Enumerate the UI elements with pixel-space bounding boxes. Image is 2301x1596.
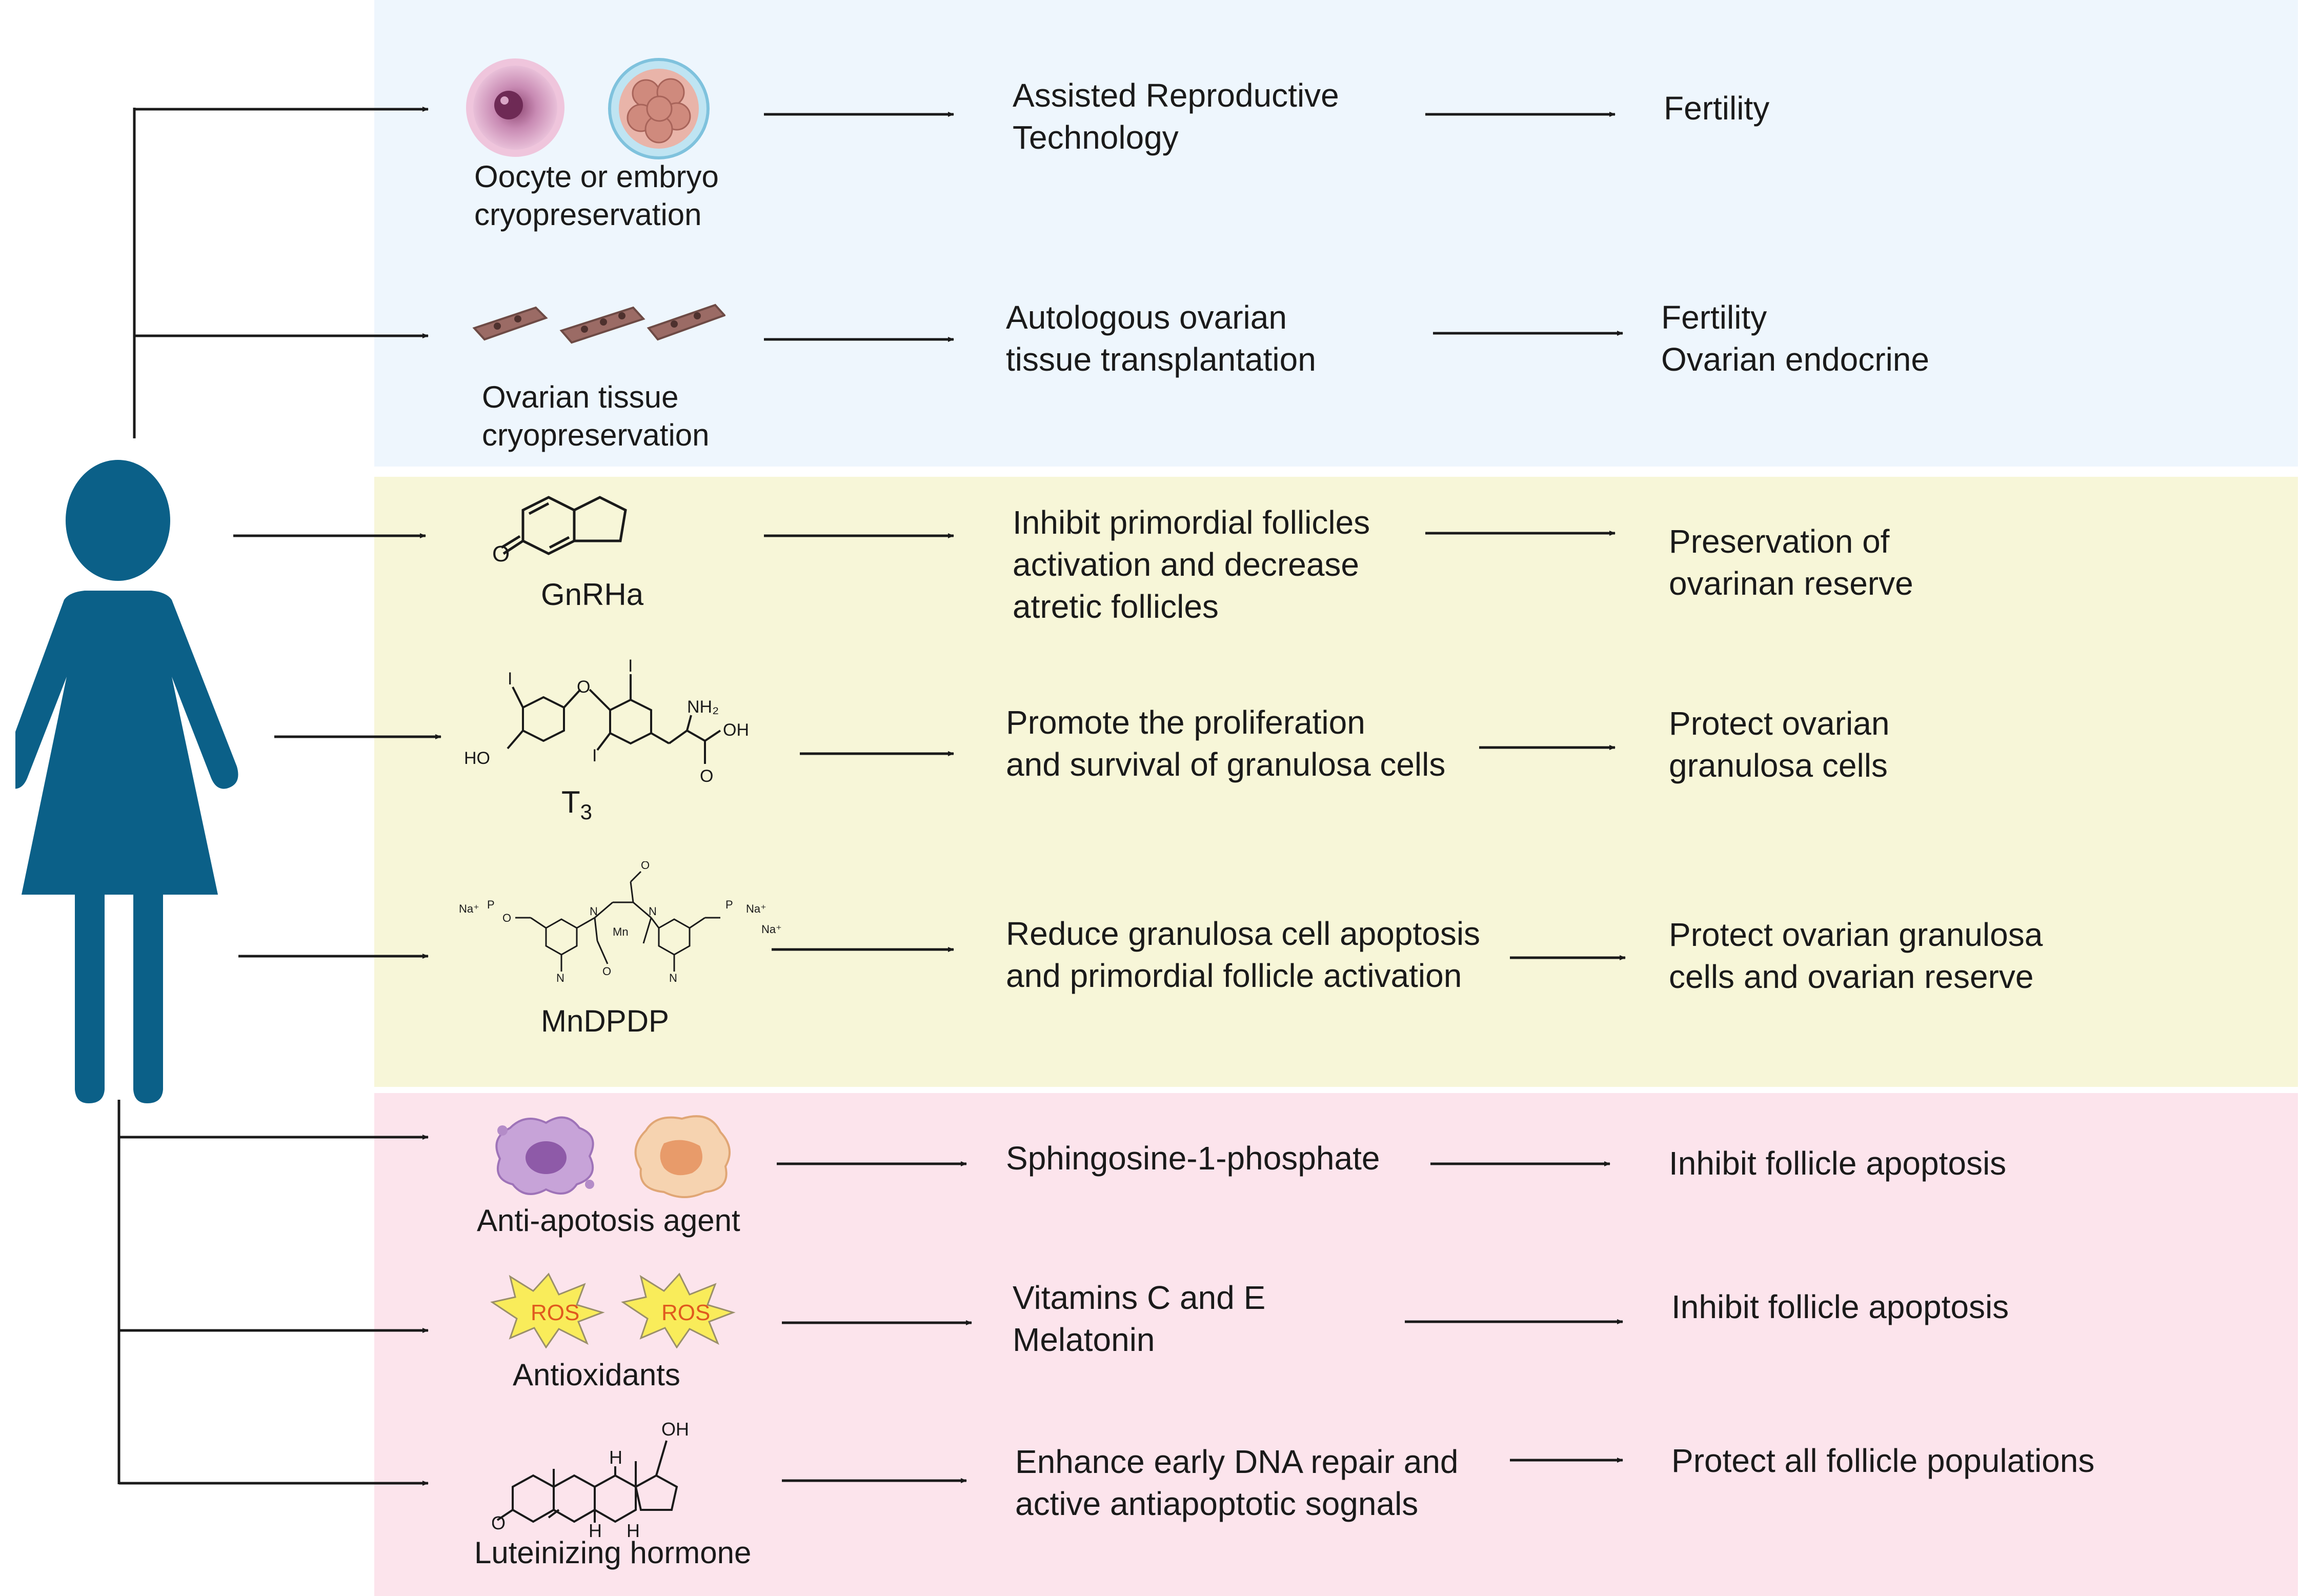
svg-text:H: H: [609, 1447, 622, 1468]
mechanism-mndpdp: Reduce granulosa cell apoptosis and prim…: [1006, 915, 1481, 994]
outcome-granulosa-reserve: Protect ovarian granulosa cells and ovar…: [1669, 916, 2043, 995]
outcome-inhibit-apoptosis-2: Inhibit follicle apoptosis: [1671, 1288, 2009, 1325]
outcome-arrows: [1405, 112, 1626, 1463]
woman-figure-icon: [15, 460, 238, 1103]
drug-protection-panel: [374, 477, 2298, 1087]
svg-text:HO: HO: [464, 749, 490, 768]
agent-label-mndpdp: MnDPDP: [541, 1004, 670, 1038]
outcome-inhibit-apoptosis-1: Inhibit follicle apoptosis: [1669, 1145, 2007, 1182]
ros-burst-icon: ROS ROS: [490, 1272, 736, 1348]
steroid-structure-icon: O OH H H H: [492, 1419, 689, 1538]
oocyte-cell-icon: [466, 58, 564, 157]
agent-label-tissue: Ovarian tissue cryopreservation: [482, 380, 710, 452]
mechanism-arrows: [764, 112, 972, 1483]
agent-label-oocyte: Oocyte or embryo cryopreservation: [474, 159, 719, 232]
svg-text:O: O: [492, 1512, 506, 1533]
agent-label-luteinizing-hormone: Luteinizing hormone: [474, 1536, 752, 1570]
svg-text:O: O: [492, 541, 510, 567]
mechanism-s1p: Sphingosine-1-phosphate: [1006, 1140, 1380, 1177]
svg-text:NH₂: NH₂: [687, 697, 719, 717]
svg-text:N: N: [590, 905, 598, 918]
svg-text:OH: OH: [723, 720, 749, 740]
svg-text:Na⁺: Na⁺: [746, 902, 766, 915]
gnrha-structure-icon: O: [492, 496, 627, 567]
outcome-all-follicles: Protect all follicle populations: [1671, 1442, 2095, 1479]
mechanism-art: Assisted Reproductive Technology: [1013, 77, 1339, 156]
svg-text:O: O: [641, 861, 650, 872]
mechanism-gnrha: Inhibit primordial follicles activation …: [1013, 504, 1370, 625]
outcome-granulosa: Protect ovarian granulosa cells: [1669, 705, 1890, 784]
svg-text:O: O: [602, 965, 611, 978]
outcome-fertility-endocrine: Fertility Ovarian endocrine: [1661, 299, 1929, 378]
mechanism-t3: Promote the proliferation and survival o…: [1006, 704, 1446, 783]
embryo-cell-icon: [608, 58, 710, 159]
svg-text:Na⁺: Na⁺: [761, 923, 782, 936]
svg-text:N: N: [669, 972, 677, 984]
svg-text:P: P: [487, 898, 495, 911]
svg-text:H: H: [589, 1520, 602, 1538]
apoptotic-cell-icon: [634, 1115, 731, 1198]
svg-text:Mn: Mn: [613, 925, 629, 938]
svg-text:O: O: [577, 677, 590, 697]
svg-text:O: O: [700, 766, 713, 786]
svg-text:H: H: [627, 1520, 640, 1538]
svg-text:I: I: [628, 659, 633, 676]
mechanism-lh: Enhance early DNA repair and active anti…: [1015, 1443, 1459, 1522]
svg-text:I: I: [592, 746, 597, 765]
ovarian-tissue-strip-icon: [472, 304, 725, 344]
mndpdp-structure-icon: Na⁺ P O Na⁺ P Na⁺ N N Mn O N N O: [459, 861, 782, 984]
svg-text:OH: OH: [661, 1419, 689, 1440]
mechanism-transplantation: Autologous ovarian tissue transplantatio…: [1006, 299, 1316, 378]
t3-structure-icon: I O I I HO NH₂ OH O: [464, 659, 749, 786]
agent-label-antioxidants: Antioxidants: [513, 1358, 680, 1392]
svg-text:ROS: ROS: [531, 1300, 579, 1325]
agent-label-t3: T3: [561, 785, 593, 824]
agent-label-gnrha: GnRHa: [541, 577, 644, 612]
agent-label-anti-apoptosis: Anti-apotosis agent: [477, 1203, 740, 1238]
svg-text:P: P: [725, 898, 733, 911]
outcome-reserve: Preservation of ovarinan reserve: [1669, 523, 1913, 602]
svg-text:ROS: ROS: [661, 1300, 710, 1325]
outcome-fertility: Fertility: [1664, 90, 1770, 127]
svg-text:Na⁺: Na⁺: [459, 902, 479, 915]
apoptotic-cell-icon: [495, 1116, 594, 1195]
mechanism-antioxidants: Vitamins C and E Melatonin: [1013, 1279, 1266, 1358]
branch-arrows: [119, 107, 441, 1486]
svg-text:N: N: [556, 972, 564, 984]
svg-text:O: O: [502, 912, 511, 924]
svg-text:I: I: [508, 669, 512, 689]
svg-text:N: N: [649, 905, 657, 918]
